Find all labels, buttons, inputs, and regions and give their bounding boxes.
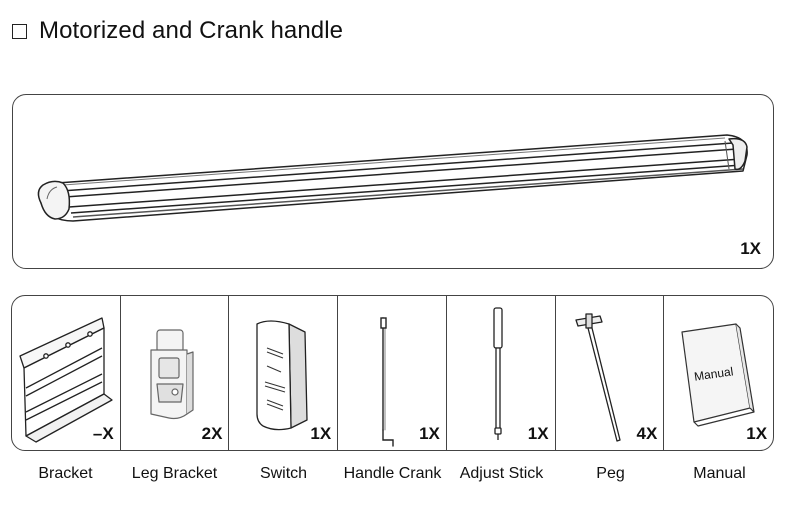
adjust-stick-icon <box>493 307 503 440</box>
part-label: Bracket <box>38 465 93 482</box>
part-cell-manual: Manual 1X <box>664 296 773 450</box>
part-quantity: –X <box>92 424 114 443</box>
part-label: Switch <box>259 465 308 482</box>
parts-panel: –X 2X <box>11 295 774 451</box>
part-label: Peg <box>596 465 625 482</box>
part-cell-bracket: –X <box>12 296 121 450</box>
part-label: Handle Crank <box>343 465 442 482</box>
awning-cassette-icon <box>37 134 748 222</box>
handle-crank-icon <box>380 317 394 447</box>
part-cell-peg: 4X <box>556 296 665 450</box>
part-quantity: 1X <box>419 424 440 443</box>
part-label: Manual <box>693 465 746 482</box>
manual-icon <box>681 323 755 427</box>
part-quantity: 1X <box>310 424 332 443</box>
part-quantity: 1X <box>746 424 768 443</box>
part-cell-adjust-stick: 1X <box>447 296 556 450</box>
checkbox[interactable] <box>12 23 27 39</box>
part-cell-leg-bracket: 2X <box>121 296 230 450</box>
part-quantity: 2X <box>201 424 223 443</box>
part-quantity: 4X <box>636 424 658 443</box>
part-cell-handle-crank: 1X <box>338 296 447 450</box>
leg-bracket-icon <box>150 329 194 420</box>
part-quantity: 1X <box>527 424 549 443</box>
page-title: Motorized and Crank handle <box>39 17 344 44</box>
part-label: Adjust Stick <box>459 465 544 482</box>
part-labels: Bracket Leg Bracket Switch Handle Crank … <box>11 465 774 483</box>
part-cell-switch: 1X <box>229 296 339 450</box>
main-item-panel: 1X <box>12 94 774 269</box>
page-header: Motorized and Crank handle <box>12 16 343 46</box>
part-label: Leg Bracket <box>131 465 218 482</box>
bracket-icon <box>19 317 113 443</box>
switch-icon <box>256 320 309 431</box>
main-item-quantity: 1X <box>740 239 761 258</box>
peg-icon <box>574 313 621 442</box>
